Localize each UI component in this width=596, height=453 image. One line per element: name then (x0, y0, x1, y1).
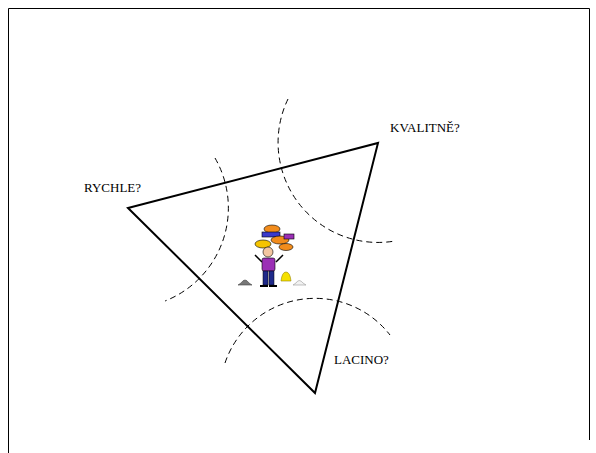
vertex-label: LACINO? (334, 353, 389, 366)
frame (9, 9, 590, 453)
vertex-label: KVALITNĚ? (390, 121, 460, 134)
dashed-arc (165, 158, 228, 301)
vertex-label: RYCHLE? (84, 181, 141, 194)
hats (238, 272, 306, 285)
juggler-figure (255, 225, 294, 286)
dashed-arc (278, 99, 395, 242)
